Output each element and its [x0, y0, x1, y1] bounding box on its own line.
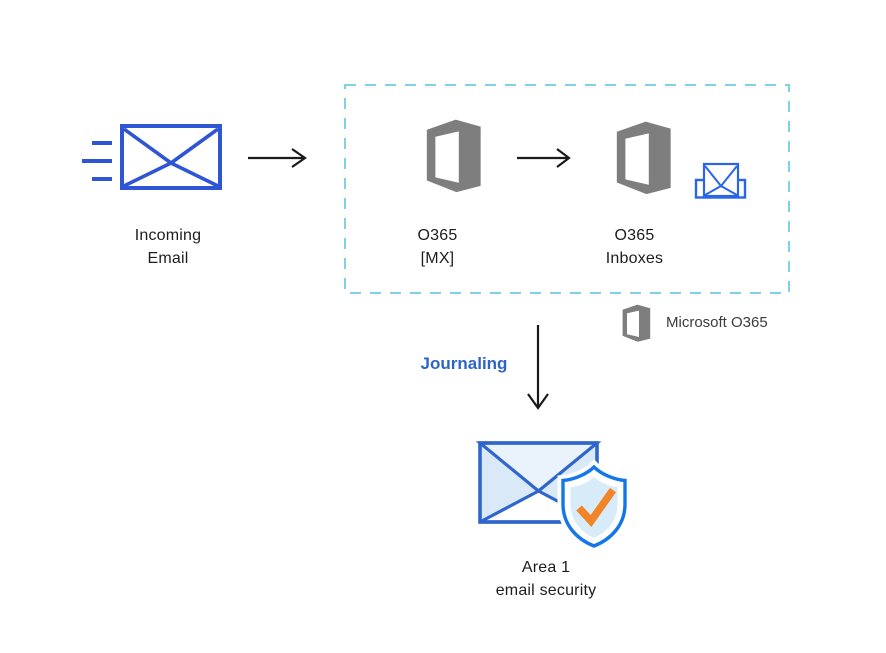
- arrow-down-icon: [527, 325, 549, 410]
- incoming-email-label-line2: Email: [147, 250, 189, 267]
- journaling-label: Journaling: [420, 354, 508, 373]
- area1-label-line1: Area 1: [521, 559, 571, 576]
- o365-inboxes-label-line1: O365: [614, 227, 655, 244]
- area1-label-line2: email security: [495, 582, 597, 599]
- arrow-right-icon: [517, 148, 571, 168]
- speed-lines-icon: [82, 141, 112, 181]
- o365-mx-label-line2: [MX]: [420, 250, 455, 267]
- o365-mx-label-line1: O365: [417, 227, 458, 244]
- o365-mx-label: O365 [MX]: [380, 224, 495, 270]
- shield-check-icon: [557, 459, 631, 552]
- incoming-email-icon: [82, 124, 222, 190]
- office-logo-legend-icon: [622, 304, 651, 342]
- area1-label: Area 1 email security: [446, 556, 646, 602]
- office-logo-inboxes-icon: [616, 121, 671, 195]
- o365-inboxes-label-line2: Inboxes: [605, 250, 664, 267]
- legend-label: Microsoft O365: [666, 314, 768, 331]
- area1-email-security-icon: [476, 441, 631, 552]
- o365-inboxes-label: O365 Inboxes: [577, 224, 692, 270]
- arrow-right-icon: [248, 148, 307, 168]
- o365-boundary-box: [344, 84, 790, 294]
- incoming-email-label: Incoming Email: [108, 224, 228, 270]
- inbox-icon: [694, 162, 747, 199]
- office-logo-mx-icon: [426, 119, 481, 193]
- envelope-icon: [120, 124, 222, 190]
- incoming-email-label-line1: Incoming: [134, 227, 202, 244]
- checkmark-icon: [576, 487, 617, 527]
